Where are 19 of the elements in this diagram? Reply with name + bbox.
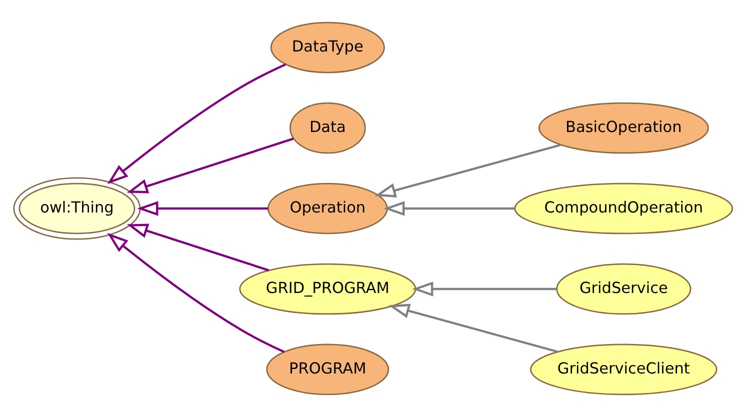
arrow bbox=[388, 304, 558, 353]
node-ellipse: CompoundOperation bbox=[514, 182, 734, 234]
node-ellipse: owl:Thing bbox=[13, 177, 141, 240]
arrow bbox=[412, 282, 557, 296]
arrow bbox=[374, 144, 562, 198]
node-ellipse: PROGRAM bbox=[266, 344, 390, 396]
node-ellipse: GridServiceClient bbox=[530, 344, 718, 396]
arrow bbox=[384, 201, 516, 216]
node-ellipse: GridService bbox=[556, 263, 692, 315]
node-ellipse: Data bbox=[290, 102, 366, 154]
arrow bbox=[107, 63, 286, 184]
arrow bbox=[107, 232, 285, 353]
arrow bbox=[137, 201, 268, 216]
arrow bbox=[126, 224, 270, 272]
node-ellipse: DataType bbox=[270, 22, 385, 74]
arrow bbox=[126, 138, 294, 194]
node-ellipse: BasicOperation bbox=[538, 102, 709, 154]
node-ellipse: Operation bbox=[267, 182, 388, 234]
node-ellipse: GRID_PROGRAM bbox=[239, 263, 416, 315]
